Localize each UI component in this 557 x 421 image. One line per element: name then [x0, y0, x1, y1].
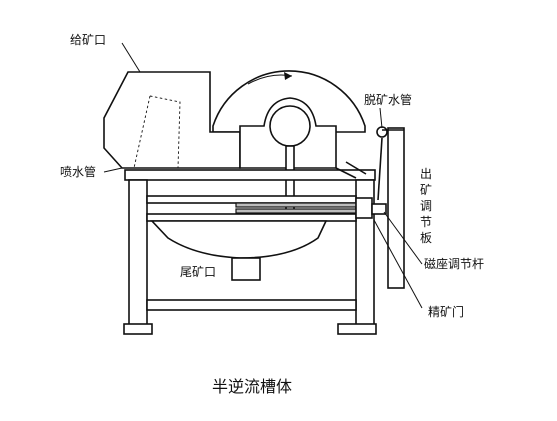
rotation-arrowhead-icon	[284, 72, 292, 80]
label-spray-pipe: 喷水管	[60, 164, 96, 179]
wiper-arm	[335, 167, 357, 179]
label-discharge-plate: 出矿调节板	[420, 167, 432, 245]
magnet-rod-bar-1	[235, 202, 357, 208]
label-discharge-plate-char: 出	[420, 167, 432, 181]
middle-rail-upper	[146, 195, 357, 204]
discharge-plate	[387, 127, 405, 289]
feed-flow-line	[149, 95, 181, 169]
left-leg	[128, 179, 148, 329]
right-foot	[337, 323, 377, 335]
label-tailings-outlet: 尾矿口	[180, 265, 216, 279]
trough-tank	[150, 220, 328, 259]
diagram-caption: 半逆流槽体	[212, 377, 292, 396]
feed-flow-line-2	[133, 95, 151, 169]
label-concentrate-gate: 精矿门	[428, 304, 464, 319]
demag-pipe-end	[376, 126, 388, 138]
label-discharge-plate-char: 节	[420, 215, 432, 229]
demag-pipe-vertical	[377, 137, 383, 201]
label-demag-pipe: 脱矿水管	[364, 92, 412, 107]
label-feed-inlet: 给矿口	[70, 33, 106, 47]
wiper-arm-2	[345, 161, 367, 175]
leader-magnet-rod	[383, 211, 423, 265]
magnet-rod-knob	[371, 203, 387, 215]
leader-demag-pipe	[379, 107, 383, 129]
bottom-frame-rail	[146, 299, 357, 311]
leader-feed-inlet	[121, 42, 141, 73]
left-foot	[123, 323, 153, 335]
magnet-rod-end-block	[355, 197, 373, 219]
label-discharge-plate-char: 矿	[420, 183, 432, 197]
leader-concentrate-gate	[373, 219, 423, 309]
drum-shaft-bearing	[269, 105, 311, 147]
label-discharge-plate-char: 调	[420, 199, 432, 213]
tailings-outlet	[231, 257, 261, 281]
leader-spray-pipe	[103, 167, 123, 173]
label-magnet-seat-rod: 磁座调节杆	[424, 256, 484, 271]
label-discharge-plate-char: 板	[420, 231, 432, 245]
magnet-rod-bar-2	[235, 208, 357, 214]
top-frame-rail	[124, 169, 376, 181]
middle-rail-lower	[146, 213, 357, 222]
